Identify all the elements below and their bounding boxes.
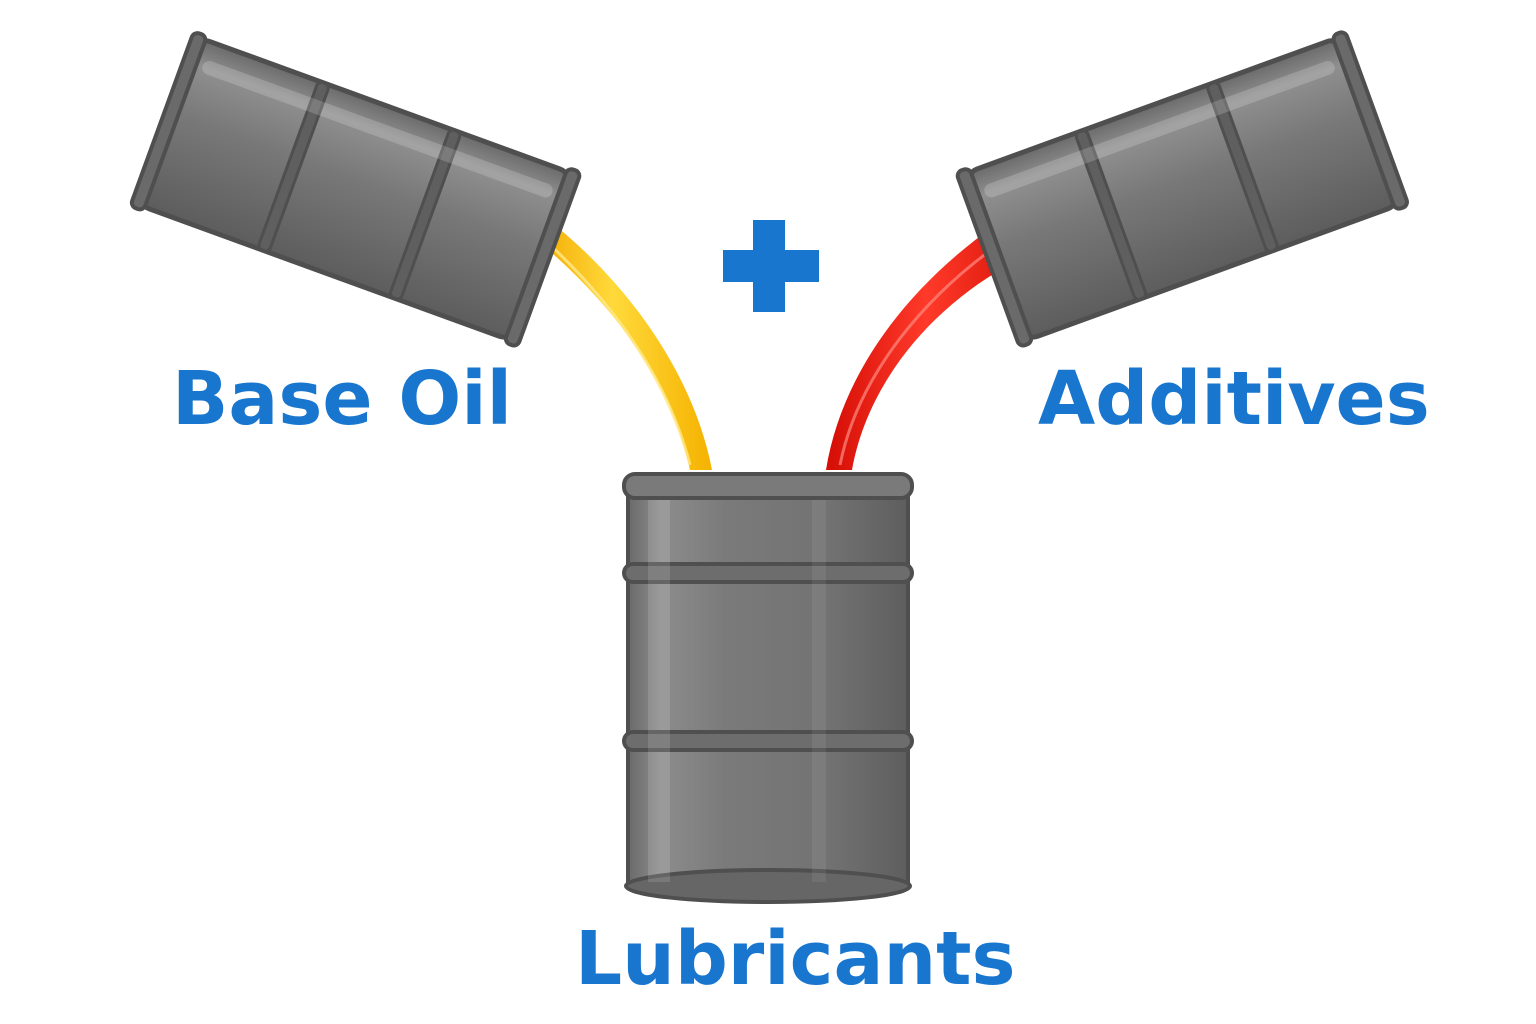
lubricants-label: Lubricants: [575, 916, 1016, 1002]
base-oil-drum-icon: [129, 31, 582, 348]
additives-drum-icon: [955, 30, 1409, 348]
base-oil-stream-highlight: [543, 238, 692, 466]
additives-label: Additives: [1038, 356, 1430, 442]
base-oil-label: Base Oil: [172, 356, 512, 442]
additives-stream-highlight: [838, 238, 1006, 466]
additives-stream: [826, 222, 1026, 470]
lubricants-drum-icon: [622, 472, 914, 904]
plus-icon: [723, 220, 819, 312]
base-oil-stream: [532, 218, 712, 470]
